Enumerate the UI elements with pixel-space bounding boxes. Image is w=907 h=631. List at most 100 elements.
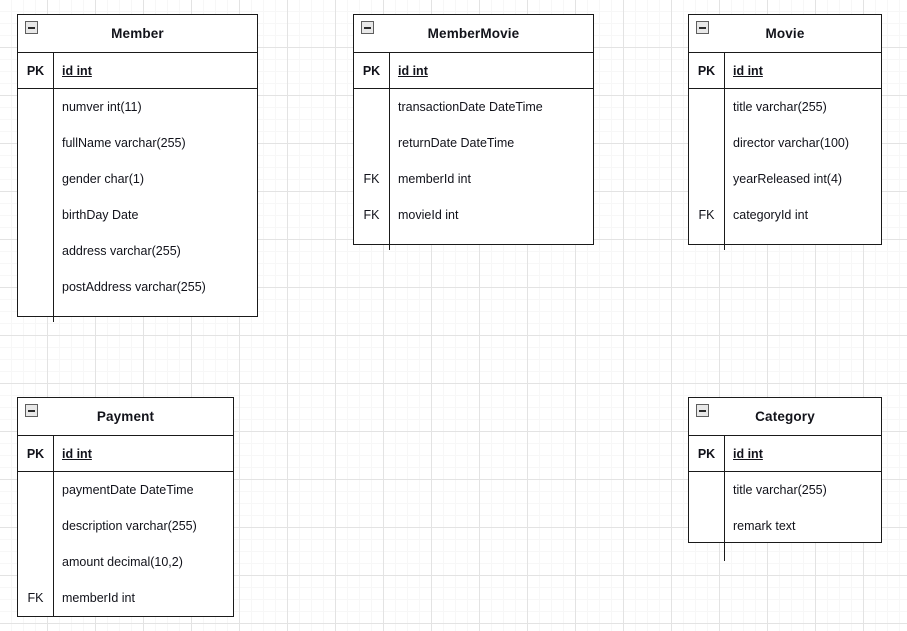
key-cell-empty xyxy=(18,544,54,580)
attribute-list: transactionDate DateTime returnDate DateT… xyxy=(354,89,593,250)
key-cell-empty xyxy=(689,544,725,561)
attribute-row[interactable]: numver int(11) xyxy=(18,89,257,125)
entity-name: Member xyxy=(111,25,164,41)
primary-key-attribute: id int xyxy=(398,63,428,78)
key-cell-empty xyxy=(18,197,54,233)
attribute-name: memberId int xyxy=(398,172,471,186)
attribute-name: postAddress varchar(255) xyxy=(62,280,206,294)
primary-key-label: PK xyxy=(689,53,725,88)
attribute-row[interactable]: gender char(1) xyxy=(18,161,257,197)
attribute-name: gender char(1) xyxy=(62,172,144,186)
attribute-list: title varchar(255) director varchar(100) y… xyxy=(689,89,881,250)
attribute-row[interactable]: director varchar(100) xyxy=(689,125,881,161)
attribute-row[interactable]: fullName varchar(255) xyxy=(18,125,257,161)
attribute-row[interactable]: yearReleased int(4) xyxy=(689,161,881,197)
minus-icon-glyph xyxy=(699,26,706,29)
key-cell-empty xyxy=(18,269,54,305)
attribute-name: birthDay Date xyxy=(62,208,139,222)
attribute-row[interactable]: postAddress varchar(255) xyxy=(18,269,257,305)
key-cell-empty xyxy=(18,472,54,508)
key-cell-empty xyxy=(18,125,54,161)
attribute-row[interactable]: title varchar(255) xyxy=(689,472,881,508)
attribute-name: numver int(11) xyxy=(62,100,142,114)
foreign-key-label: FK xyxy=(354,197,390,233)
key-cell-empty xyxy=(689,508,725,544)
attribute-cell-empty xyxy=(390,233,398,250)
key-cell-empty xyxy=(18,305,54,322)
key-cell-empty xyxy=(689,89,725,125)
minus-icon-glyph xyxy=(364,26,371,29)
primary-key-row[interactable]: PK id int xyxy=(689,436,881,472)
key-cell-empty xyxy=(354,125,390,161)
attribute-name: fullName varchar(255) xyxy=(62,136,186,150)
attribute-name: paymentDate DateTime xyxy=(62,483,194,497)
attribute-list-padding xyxy=(689,544,881,561)
primary-key-label: PK xyxy=(689,436,725,471)
attribute-row[interactable]: FK memberId int xyxy=(354,161,593,197)
key-cell-empty xyxy=(689,472,725,508)
primary-key-label: PK xyxy=(18,436,54,471)
minus-icon[interactable] xyxy=(25,404,38,417)
attribute-name: transactionDate DateTime xyxy=(398,100,543,114)
attribute-name: remark text xyxy=(733,519,796,533)
attribute-row[interactable]: title varchar(255) xyxy=(689,89,881,125)
minus-icon-glyph xyxy=(28,26,35,29)
attribute-row[interactable]: amount decimal(10,2) xyxy=(18,544,233,580)
foreign-key-label: FK xyxy=(354,161,390,197)
key-cell-empty xyxy=(18,89,54,125)
attribute-name: director varchar(100) xyxy=(733,136,850,150)
key-cell-empty xyxy=(689,161,725,197)
minus-icon[interactable] xyxy=(361,21,374,34)
attribute-name: movieId int xyxy=(398,208,459,222)
primary-key-row[interactable]: PK id int xyxy=(18,436,233,472)
entity-name: Movie xyxy=(765,25,805,41)
attribute-row[interactable]: address varchar(255) xyxy=(18,233,257,269)
foreign-key-label: FK xyxy=(18,580,54,616)
attribute-row[interactable]: FK movieId int xyxy=(354,197,593,233)
attribute-row[interactable]: returnDate DateTime xyxy=(354,125,593,161)
key-cell-empty xyxy=(18,161,54,197)
foreign-key-label: FK xyxy=(689,197,725,233)
minus-icon[interactable] xyxy=(696,21,709,34)
primary-key-attribute: id int xyxy=(62,63,92,78)
primary-key-attribute: id int xyxy=(733,63,763,78)
attribute-row[interactable]: paymentDate DateTime xyxy=(18,472,233,508)
attribute-list-padding xyxy=(689,233,881,250)
primary-key-row[interactable]: PK id int xyxy=(689,53,881,89)
key-cell-empty xyxy=(689,233,725,250)
entity-name: Payment xyxy=(96,408,155,424)
minus-icon-glyph xyxy=(28,409,35,412)
key-cell-empty xyxy=(689,125,725,161)
attribute-row[interactable]: description varchar(255) xyxy=(18,508,233,544)
attribute-name: returnDate DateTime xyxy=(398,136,515,150)
primary-key-attribute: id int xyxy=(62,446,92,461)
attribute-name: memberId int xyxy=(62,591,135,605)
attribute-row[interactable]: transactionDate DateTime xyxy=(354,89,593,125)
entity-title-bar: Payment xyxy=(18,398,233,436)
attribute-cell-empty xyxy=(725,544,733,561)
attribute-cell-empty xyxy=(725,233,733,250)
key-cell-empty xyxy=(354,89,390,125)
attribute-name: address varchar(255) xyxy=(62,244,181,258)
attribute-name: description varchar(255) xyxy=(62,519,197,533)
attribute-row[interactable]: FK memberId int xyxy=(18,580,233,616)
minus-icon-glyph xyxy=(699,409,706,412)
entity-name: MemberMovie xyxy=(427,25,520,41)
minus-icon[interactable] xyxy=(696,404,709,417)
attribute-list: title varchar(255) remark text xyxy=(689,472,881,561)
attribute-row[interactable]: birthDay Date xyxy=(18,197,257,233)
attribute-list-padding xyxy=(18,305,257,322)
entity-title-bar: Category xyxy=(689,398,881,436)
primary-key-attribute: id int xyxy=(733,446,763,461)
minus-icon[interactable] xyxy=(25,21,38,34)
attribute-cell-empty xyxy=(54,305,62,322)
attribute-row[interactable]: remark text xyxy=(689,508,881,544)
